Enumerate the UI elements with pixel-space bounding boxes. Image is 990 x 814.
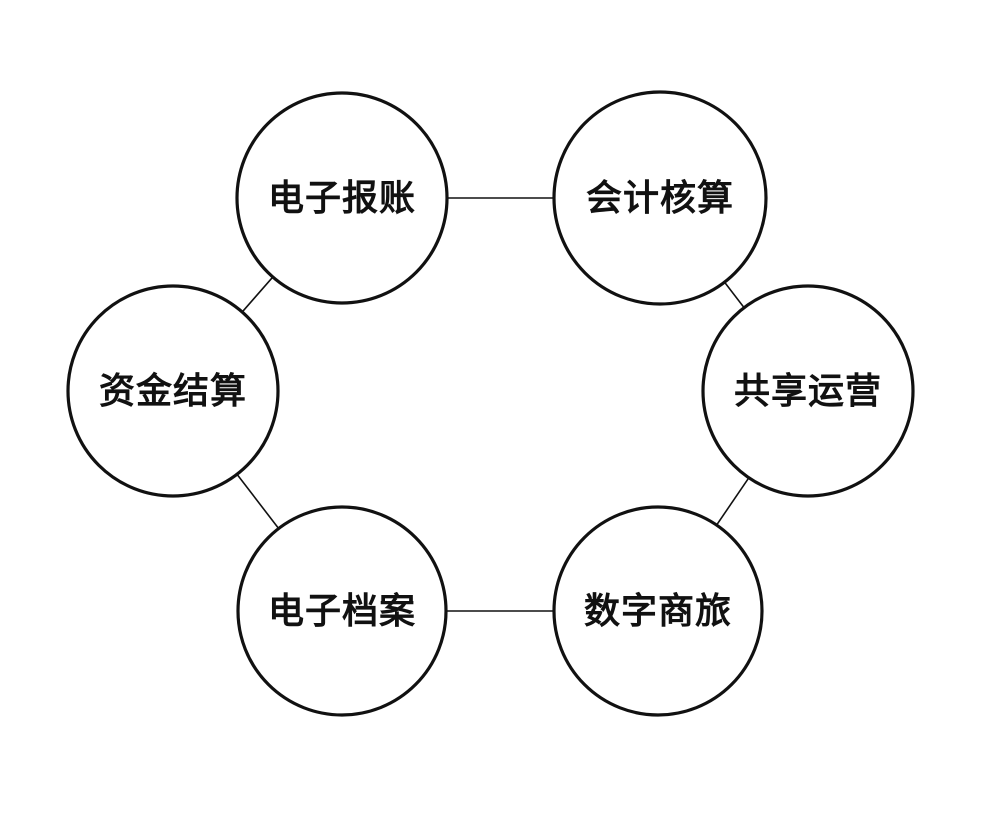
node-fund-settlement: 资金结算 xyxy=(66,284,280,498)
node-circle-electronic-reimbursement xyxy=(235,91,449,305)
node-circle-electronic-archives xyxy=(236,505,448,717)
node-circle-shared-operations xyxy=(701,284,915,498)
node-digital-business-travel: 数字商旅 xyxy=(552,505,764,717)
node-label-electronic-archives: 电子档案 xyxy=(268,590,416,632)
node-accounting: 会计核算 xyxy=(552,90,768,306)
node-label-electronic-reimbursement: 电子报账 xyxy=(268,177,416,219)
node-label-shared-operations: 共享运营 xyxy=(734,370,882,412)
node-label-digital-business-travel: 数字商旅 xyxy=(584,590,732,632)
node-circle-accounting xyxy=(552,90,768,306)
node-electronic-archives: 电子档案 xyxy=(236,505,448,717)
node-circle-fund-settlement xyxy=(66,284,280,498)
node-label-fund-settlement: 资金结算 xyxy=(99,370,247,412)
node-label-accounting: 会计核算 xyxy=(586,177,734,219)
node-circle-digital-business-travel xyxy=(552,505,764,717)
node-shared-operations: 共享运营 xyxy=(701,284,915,498)
node-electronic-reimbursement: 电子报账 xyxy=(235,91,449,305)
